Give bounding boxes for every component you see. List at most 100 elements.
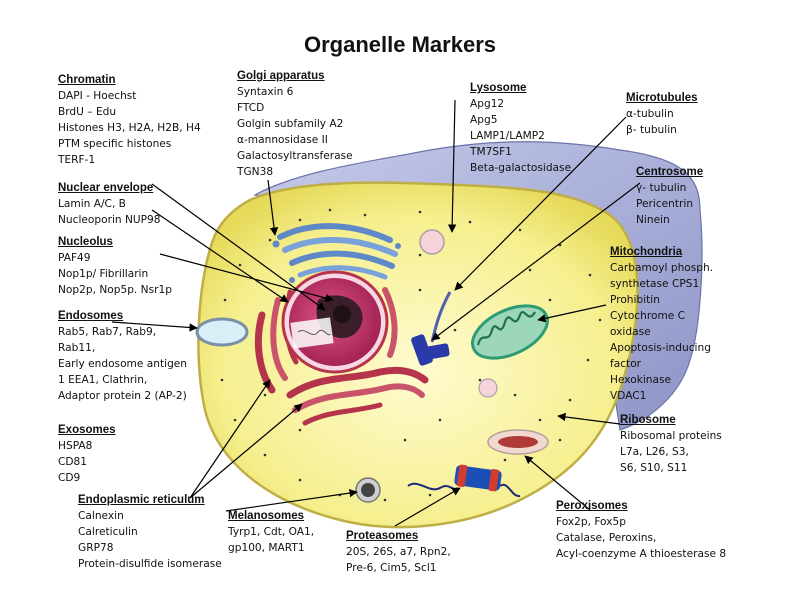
heading-lysosome: Lysosome <box>470 82 527 94</box>
centrosome-line: γ- tubulin <box>636 182 687 194</box>
er-line: GRP78 <box>78 542 114 554</box>
vesicle <box>478 378 498 398</box>
mitochondria-line: Cytochrome C <box>610 310 686 322</box>
heading-centrosome: Centrosome <box>636 166 704 178</box>
heading-exosomes: Exosomes <box>58 424 116 436</box>
er-line: Protein-disulfide isomerase <box>78 558 222 570</box>
nucleolus-line: Nop1p/ Fibrillarin <box>58 268 149 280</box>
exosomes-line: CD81 <box>58 456 88 468</box>
label-chromatin: Chromatin DAPI - Hoechst BrdU – Edu Hist… <box>58 72 201 168</box>
label-nucleolus: Nucleolus PAF49 Nop1p/ Fibrillarin Nop2p… <box>58 234 172 298</box>
label-endosomes: Endosomes Rab5, Rab7, Rab9, Rab11, Early… <box>58 308 187 404</box>
heading-nucleolus: Nucleolus <box>58 236 113 248</box>
lysosome-line: TM7SF1 <box>470 146 512 158</box>
exosomes-line: HSPA8 <box>58 440 93 452</box>
golgi-line: Syntaxin 6 <box>237 86 294 98</box>
endoplasmic-reticulum <box>286 366 429 426</box>
heading-endosomes: Endosomes <box>58 310 124 322</box>
heading-nuclear-envelope: Nuclear envelope <box>58 182 154 194</box>
chromatin-line: DAPI - Hoechst <box>58 90 137 102</box>
label-microtubules: Microtubules α-tubulin β- tubulin <box>626 90 698 138</box>
label-melanosomes: Melanosomes Tyrp1, Cdt, OA1, gp100, MART… <box>228 508 314 556</box>
peroxisomes-line: Fox2p, Fox5p <box>556 516 626 528</box>
cytoplasm-dots <box>220 208 602 502</box>
label-lysosome: Lysosome Apg12 Apg5 LAMP1/LAMP2 TM7SF1 B… <box>470 80 571 176</box>
heading-microtubules: Microtubules <box>626 92 698 104</box>
ribosome-line: L7a, L26, S3, <box>620 446 689 458</box>
mitochondria-line: oxidase <box>610 326 651 338</box>
nucleolus-line: PAF49 <box>58 252 91 264</box>
heading-proteasomes: Proteasomes <box>346 530 419 542</box>
proteasomes-line: 20S, 26S, a7, Rpn2, <box>346 546 451 558</box>
label-peroxisomes: Peroxisomes Fox2p, Fox5p Catalase, Perox… <box>556 498 726 562</box>
mitochondria-line: Carbamoyl phosph. <box>610 262 714 274</box>
mitochondria-line: synthetase CPS1 <box>610 278 700 290</box>
peroxisomes-line: Catalase, Peroxins, <box>556 532 657 544</box>
chromatin-line: PTM specific histones <box>58 138 172 150</box>
exosomes-line: CD9 <box>58 472 81 484</box>
mitochondrion <box>471 304 549 360</box>
label-nuclear-envelope: Nuclear envelope Lamin A/C, B Nucleopori… <box>58 180 161 228</box>
endosomes-line: Rab11, <box>58 342 96 354</box>
lysosome <box>419 229 445 255</box>
microtubules-line: β- tubulin <box>626 124 677 136</box>
centrosome-line: Ninein <box>636 214 670 226</box>
golgi-line: Galactosyltransferase <box>237 150 353 162</box>
lysosome-line: Apg5 <box>470 114 498 126</box>
golgi-line: Golgin subfamily A2 <box>237 118 344 130</box>
lysosome-line: LAMP1/LAMP2 <box>470 130 545 142</box>
chromatin-line: BrdU – Edu <box>58 106 117 118</box>
nuclear-envelope-line: Lamin A/C, B <box>58 198 126 210</box>
heading-ribosome: Ribosome <box>620 414 676 426</box>
mitochondria-line: Apoptosis-inducing <box>610 342 711 354</box>
heading-peroxisomes: Peroxisomes <box>556 500 628 512</box>
nucleolus-line: Nop2p, Nop5p. Nsr1p <box>58 284 172 296</box>
label-proteasomes: Proteasomes 20S, 26S, a7, Rpn2, Pre-6, C… <box>346 528 451 576</box>
label-ribosome: Ribosome Ribosomal proteins L7a, L26, S3… <box>620 412 722 476</box>
label-golgi: Golgi apparatus Syntaxin 6 FTCD Golgin s… <box>237 68 353 180</box>
chromatin-line: Histones H3, H2A, H2B, H4 <box>58 122 201 134</box>
heading-melanosomes: Melanosomes <box>228 510 305 522</box>
golgi-line: FTCD <box>237 102 265 114</box>
golgi-line: TGN38 <box>237 166 274 178</box>
heading-mitochondria: Mitochondria <box>610 246 683 258</box>
diagram-title: Organelle Markers <box>304 32 496 57</box>
proteasomes-line: Pre-6, Cim5, Scl1 <box>346 562 437 574</box>
chromatin-highlight <box>290 317 334 349</box>
ribosome-line: Ribosomal proteins <box>620 430 722 442</box>
ribosome-line: S6, S10, S11 <box>620 462 688 474</box>
heading-endoplasmic-reticulum: Endoplasmic reticulum <box>78 494 205 506</box>
endosomes-line: Early endosome antigen <box>58 358 188 370</box>
golgi-line: α-mannosidase II <box>237 134 328 146</box>
microtubules-line: α-tubulin <box>626 108 674 120</box>
nucleolus <box>333 305 351 323</box>
er-line: Calreticulin <box>78 526 138 538</box>
chromatin-line: TERF-1 <box>58 154 96 166</box>
label-exosomes: Exosomes HSPA8 CD81 CD9 <box>58 422 116 486</box>
label-mitochondria: Mitochondria Carbamoyl phosph. synthetas… <box>610 244 713 404</box>
heading-golgi: Golgi apparatus <box>237 70 325 82</box>
label-centrosome: Centrosome γ- tubulin Pericentrin Ninein <box>636 164 703 228</box>
peroxisomes-line: Acyl-coenzyme A thioesterase 8 <box>556 548 727 560</box>
melanosomes-line: gp100, MART1 <box>228 542 305 554</box>
heading-chromatin: Chromatin <box>58 74 116 86</box>
endosomes-line: 1 EEA1, Clathrin, <box>58 374 148 386</box>
endosome <box>195 317 249 347</box>
er-line: Calnexin <box>78 510 124 522</box>
mitochondria-line: VDAC1 <box>610 390 647 402</box>
centrosome-line: Pericentrin <box>636 198 694 210</box>
mitochondria-line: factor <box>610 358 642 370</box>
endosomes-line: Rab5, Rab7, Rab9, <box>58 326 157 338</box>
endosomes-line: Adaptor protein 2 (AP-2) <box>58 390 187 402</box>
melanosomes-line: Tyrp1, Cdt, OA1, <box>228 526 315 538</box>
lysosome-line: Beta-galactosidase <box>470 162 572 174</box>
pointer-lines <box>111 99 641 527</box>
label-endoplasmic-reticulum: Endoplasmic reticulum Calnexin Calreticu… <box>78 492 222 572</box>
nucleus <box>281 270 389 374</box>
golgi-apparatus <box>272 223 401 283</box>
mitochondria-line: Prohibitin <box>610 294 660 306</box>
mitochondria-line: Hexokinase <box>610 374 672 386</box>
lysosome-line: Apg12 <box>470 98 505 110</box>
nuclear-envelope-line: Nucleoporin NUP98 <box>58 214 161 226</box>
